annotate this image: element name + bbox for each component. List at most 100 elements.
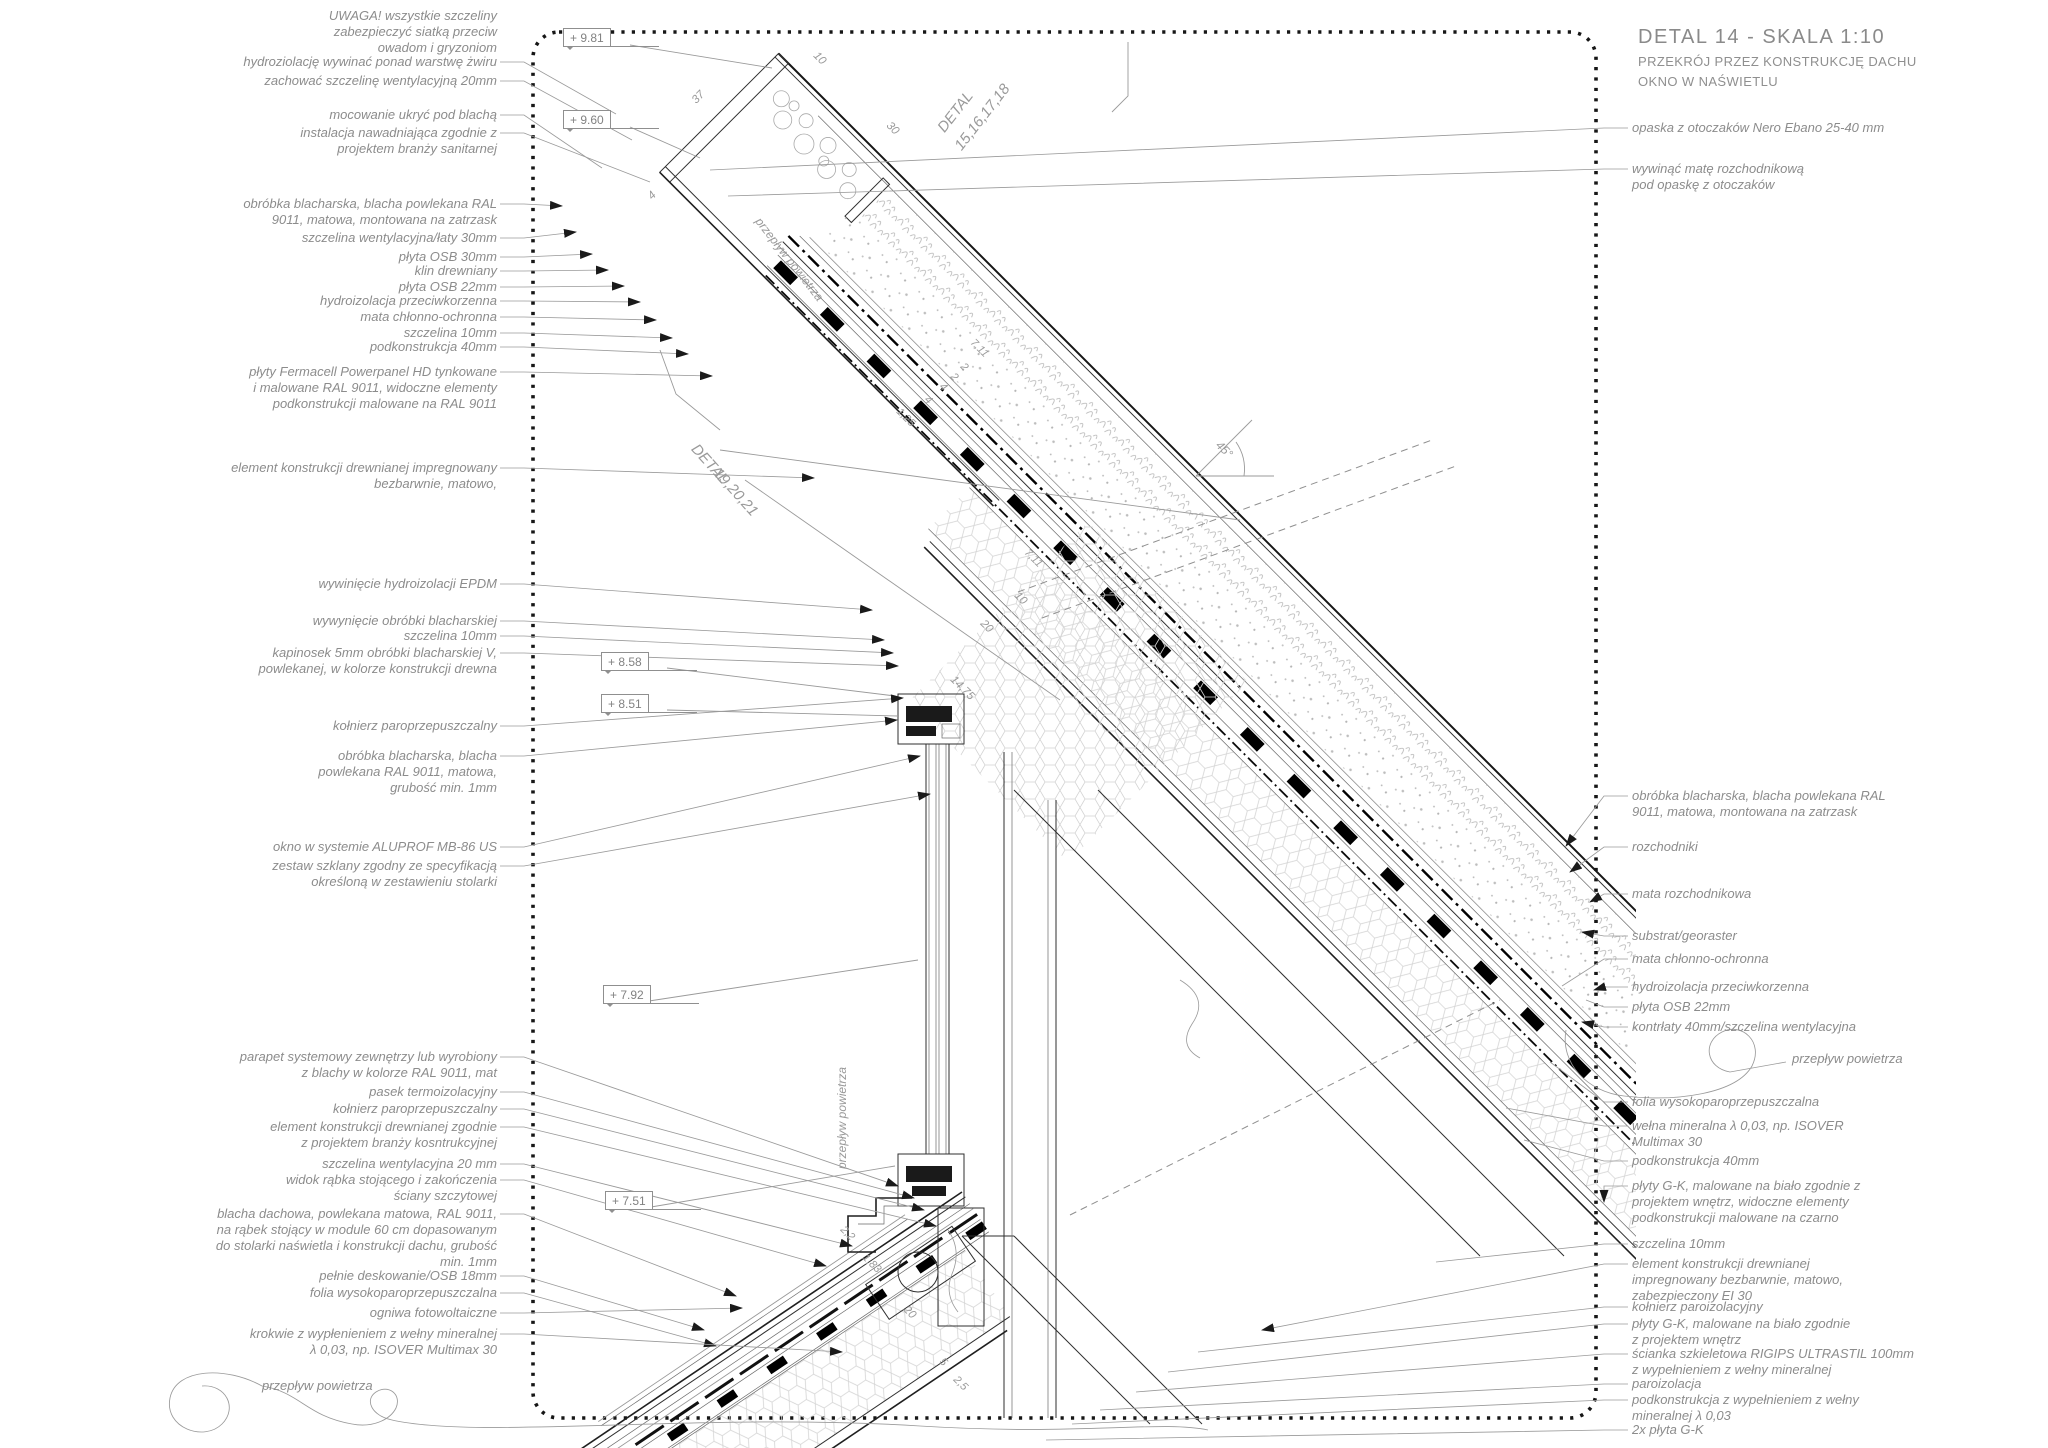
leader-line <box>500 132 651 183</box>
callout-line: wywinąć matę rozchodnikową <box>1632 161 1804 176</box>
callout-line: hydroziolację wywinać ponad warstwę żwir… <box>243 54 497 69</box>
leader-line <box>1505 1107 1628 1127</box>
callout-label: szczelina 10mm <box>77 628 497 644</box>
callout-label: krokwie z wypłenieniem z wełny mineralne… <box>77 1326 497 1358</box>
callout-line: podkonstrukcja 40mm <box>1632 1153 1760 1168</box>
callout-label: folia wysokoparoprzepuszczalna <box>1632 1094 1819 1110</box>
callout-line: pasek termoizolacyjny <box>369 1084 497 1099</box>
callout-line: płyty G-K, malowane na biało zgodnie z <box>1632 1178 1861 1193</box>
callout-line: kapinosek 5mm obróbki blacharskiej V, <box>272 645 497 660</box>
title-block: DETAL 14 - SKALA 1:10 PRZEKRÓJ PRZEZ KON… <box>1638 26 1917 89</box>
leader-line <box>1565 795 1628 847</box>
callout-label: wywinięcie hydroizolacji EPDM <box>77 576 497 592</box>
leader-line <box>1435 1243 1628 1263</box>
leader-line <box>500 694 904 727</box>
pebble-band <box>772 90 857 200</box>
callout-line: kołnierz paroizolacyjny <box>1632 1299 1763 1314</box>
callout-line: kontrłaty 40mm/szczelina wentylacyjna <box>1632 1019 1856 1034</box>
vapour-open-foil <box>765 274 1636 1241</box>
callout-line: hydroizolacja przeciwkorzenna <box>319 293 497 308</box>
callout-line: szczelina 10mm <box>1632 1236 1726 1251</box>
leader-line <box>500 297 641 307</box>
callout-line: krokwie z wypłenieniem z wełny mineralne… <box>249 1326 497 1341</box>
leader-line <box>500 1292 717 1348</box>
callout-line: 9011, matowa, montowana na zatrzask <box>1632 803 1858 819</box>
leader-line <box>1599 1185 1628 1203</box>
window-assembly <box>847 693 1203 1425</box>
leader-line <box>500 1179 827 1268</box>
elevation-marker: + 8.58 <box>601 652 697 674</box>
callout-line: pod opaskę z otoczaków <box>1632 176 1775 192</box>
callout-line: 2x płyta G-K <box>1632 1422 1704 1437</box>
callout-line: min. 1mm <box>439 1253 497 1269</box>
callout-label: ogniwa fotowoltaiczne <box>77 1305 497 1321</box>
leader-line <box>500 635 894 657</box>
callout-label: podkonstrukcja 40mm <box>77 339 497 355</box>
callout-line: bezbarwnie, matowo, <box>374 475 497 491</box>
leader-line <box>500 1303 743 1314</box>
callout-label: mata chłonno-ochronna <box>77 309 497 325</box>
leader-line <box>500 1056 899 1187</box>
parapet-flashing <box>847 1197 912 1253</box>
callout-label: mata rozchodnikowa <box>1632 886 1751 902</box>
callout-line: określoną w zestawieniu stolarki <box>311 873 497 889</box>
leader-line <box>1593 982 1628 991</box>
leader-line <box>1523 1139 1628 1162</box>
leader-line <box>500 332 673 343</box>
callout-label: mata chłonno-ochronna <box>1632 951 1769 967</box>
callout-label: kołnierz paroizolacyjny <box>1632 1299 1763 1315</box>
leader-line <box>500 652 899 671</box>
callout-label: klin drewniany <box>77 263 497 279</box>
callout-label: płyta OSB 30mm <box>77 249 497 265</box>
leader-line <box>500 791 931 867</box>
detail-callouts <box>659 42 1274 701</box>
leader-line <box>500 371 713 381</box>
callout-line: mata rozchodnikowa <box>1632 886 1752 901</box>
timber-post <box>937 1207 985 1327</box>
callout-label: rozchodniki <box>1632 839 1698 855</box>
callout-label: kołnierz paroprzepuszczalny <box>77 1101 497 1117</box>
leader-lines <box>500 61 1628 1441</box>
leader-line <box>1099 1383 1628 1411</box>
leader-line <box>500 281 625 291</box>
callout-label: parapet systemowy zewnętrzy lub wyrobion… <box>77 1049 497 1081</box>
detail-boundary-border <box>531 30 1598 1420</box>
callout-line: blacha dachowa, powlekana matowa, RAL 90… <box>217 1206 497 1221</box>
callout-label: opaska z otoczaków Nero Ebano 25-40 mm <box>1632 120 1884 136</box>
callout-label: wywynięcie obróbki blacharskiej <box>77 613 497 629</box>
callout-line: element konstrukcji drewnianej impregnow… <box>231 460 497 475</box>
callout-line: projektem wnętrz, widoczne elementy <box>1632 1193 1849 1209</box>
callout-label: hydroziolację wywinać ponad warstwę żwir… <box>77 54 497 70</box>
callout-line: Multimax 30 <box>1632 1133 1703 1149</box>
callout-line: zestaw szklany zgodny ze specyfikacją <box>272 858 497 873</box>
elevation-value: + 9.81 <box>570 30 604 45</box>
callout-label: szczelina wentylacyjna 20 mm <box>77 1156 497 1172</box>
interior-structure <box>1003 439 1565 1418</box>
callout-line: zabezpieczyć siatką przeciw <box>333 23 497 39</box>
callout-line: na rąbek stojący w module 60 cm dopasowa… <box>216 1221 497 1237</box>
leader-line <box>1561 958 1628 987</box>
elevation-value: + 9.60 <box>570 112 604 127</box>
insulation-pocket <box>908 522 1248 862</box>
callout-line: parapet systemowy zewnętrzy lub wyrobion… <box>239 1049 497 1064</box>
elevation-marker: + 7.51 <box>605 1191 701 1213</box>
callout-line: paroizolacja <box>1632 1376 1702 1391</box>
callout-label: hydroizolacja przeciwkorzenna <box>1632 979 1809 995</box>
counter-battens <box>773 260 1636 1233</box>
callout-line: ściany szczytowej <box>393 1187 497 1203</box>
substrate-layer <box>818 210 1636 1198</box>
callout-line: z blachy w kolorze RAL 9011, mat <box>301 1064 497 1080</box>
callout-line: i malowane RAL 9011, widoczne elementy <box>253 379 497 395</box>
elevation-marker: + 9.81 <box>563 28 659 50</box>
callout-label: podkonstrukcja 40mm <box>1632 1153 1759 1169</box>
leader-line <box>500 754 921 848</box>
callout-label: obróbka blacharska, blacha powlekana RAL… <box>1632 788 1886 820</box>
leader-line <box>1581 1020 1628 1030</box>
callout-line: ogniwa fotowoltaiczne <box>369 1305 497 1320</box>
leader-line <box>1549 1061 1628 1103</box>
callout-line: λ 0,03, np. ISOVER Multimax 30 <box>309 1341 497 1357</box>
